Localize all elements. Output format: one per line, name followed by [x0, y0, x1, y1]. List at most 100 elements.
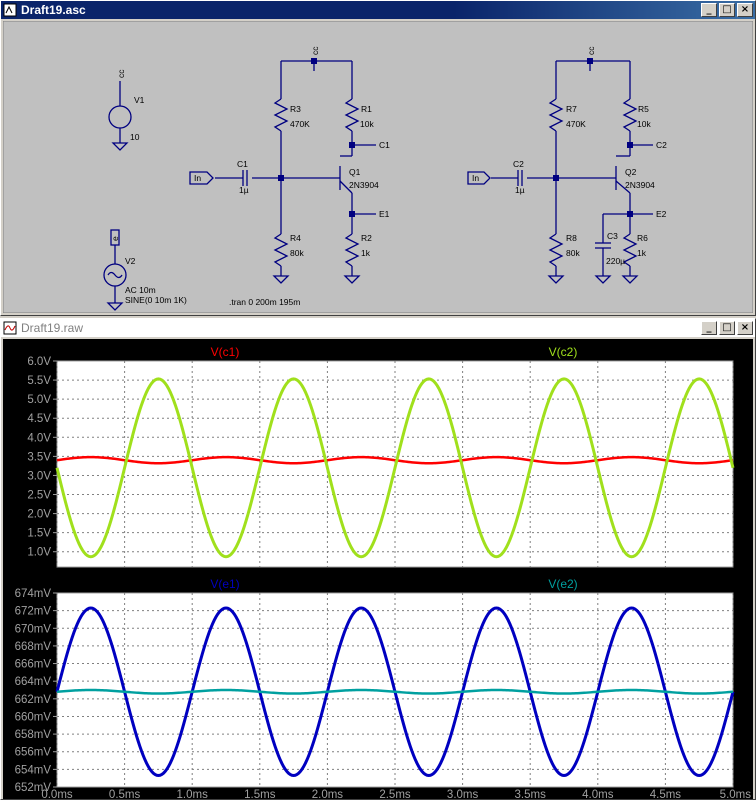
- minimize-button[interactable]: _: [701, 321, 717, 335]
- trace-label-vc1[interactable]: V(c1): [211, 345, 240, 359]
- trace-label-ve2[interactable]: V(e2): [548, 577, 577, 591]
- schematic-window[interactable]: Draft19.asc _ □ ×: [0, 0, 756, 316]
- pane-top[interactable]: 6.0V 5.5V 5.0V 4.5V 4.0V 3.5V 3.0V 2.5V 2.0V 1.5V…: [27, 345, 735, 568]
- r4-name: R4: [290, 233, 301, 243]
- cc1-label: cc: [310, 46, 320, 55]
- y-tick-label: 3.0V: [27, 470, 51, 482]
- x-tick-label: 2.5ms: [379, 789, 411, 799]
- c3-value: 220µ: [606, 256, 625, 266]
- x-tick-label: 0.5ms: [109, 789, 141, 799]
- y-tick-label: 658mV: [15, 729, 52, 741]
- r1-name: R1: [361, 104, 372, 114]
- r2-value: 1k: [361, 248, 371, 258]
- schematic-canvas[interactable]: cc V1 10 e V2 AC 10m SINE(0 10m 1K) cc R…: [3, 21, 753, 313]
- x-tick-label: 5.0ms: [720, 789, 752, 799]
- trace-vc2[interactable]: [55, 377, 735, 559]
- x-tick-label: 0.0ms: [41, 789, 73, 799]
- y-tick-label: 5.5V: [27, 375, 51, 387]
- trace-vc1[interactable]: [56, 455, 734, 465]
- v2-value-sine: SINE(0 10m 1K): [125, 295, 187, 305]
- y-tick-label: 5.0V: [27, 394, 51, 406]
- close-button[interactable]: ×: [737, 3, 753, 17]
- y-tick-label: 2.5V: [27, 490, 51, 502]
- x-tick-label: 4.0ms: [582, 789, 614, 799]
- c1-name: C1: [237, 159, 248, 169]
- r3-value: 470K: [290, 119, 310, 129]
- r5-value: 10k: [637, 119, 651, 129]
- x-axis: 0.0ms 0.5ms 1.0ms 1.5ms 2.0ms 2.5ms 3.0ms 3.5ms…: [41, 789, 751, 799]
- trace-label-vc2[interactable]: V(c2): [549, 345, 578, 359]
- v1-value: 10: [130, 132, 140, 142]
- y-tick-label: 652mV: [15, 782, 52, 794]
- y-tick-label: 668mV: [15, 641, 52, 653]
- r2-name: R2: [361, 233, 372, 243]
- r6-name: R6: [637, 233, 648, 243]
- x-tick-label: 3.5ms: [515, 789, 547, 799]
- minimize-button[interactable]: _: [701, 3, 717, 17]
- v2-node-label: e: [110, 236, 120, 241]
- r1-value: 10k: [360, 119, 374, 129]
- e2-net-label: E2: [656, 209, 667, 219]
- spice-directive[interactable]: .tran 0 200m 195m: [229, 297, 300, 307]
- schematic-titlebar[interactable]: Draft19.asc _ □ ×: [1, 1, 755, 19]
- c2-name: C2: [513, 159, 524, 169]
- r8-value: 80k: [566, 248, 580, 258]
- y-tick-label: 656mV: [15, 747, 52, 759]
- x-tick-label: 2.0ms: [312, 789, 344, 799]
- c2-value: 1µ: [515, 185, 525, 195]
- close-button[interactable]: ×: [737, 321, 753, 335]
- y-tick-label: 670mV: [15, 623, 52, 635]
- r5-name: R5: [638, 104, 649, 114]
- maximize-button[interactable]: □: [719, 321, 735, 335]
- r7-name: R7: [566, 104, 577, 114]
- x-tick-label: 3.0ms: [447, 789, 479, 799]
- waveform-plot-area[interactable]: 6.0V 5.5V 5.0V 4.5V 4.0V 3.5V 3.0V 2.5V 2.0V 1.5V…: [3, 339, 753, 799]
- y-tick-label: 3.5V: [27, 451, 51, 463]
- y-tick-label: 6.0V: [27, 356, 51, 368]
- waveform-titlebar[interactable]: Draft19.raw _ □ ×: [1, 319, 755, 337]
- pane-bottom[interactable]: 674mV672mV670mV668mV666mV664mV662mV660mV…: [15, 577, 735, 794]
- r7-value: 470K: [566, 119, 586, 129]
- in1-label: In: [194, 173, 201, 183]
- y-tick-label: 674mV: [15, 588, 52, 600]
- r4-value: 80k: [290, 248, 304, 258]
- q1-name: Q1: [349, 167, 361, 177]
- maximize-button[interactable]: □: [719, 3, 735, 17]
- y-tick-label: 660mV: [15, 711, 52, 723]
- v1-name: V1: [134, 95, 145, 105]
- y-tick-label: 1.5V: [27, 528, 51, 540]
- c1-value: 1µ: [239, 185, 249, 195]
- r3-name: R3: [290, 104, 301, 114]
- x-tick-label: 1.5ms: [244, 789, 276, 799]
- y-axis-top: 6.0V 5.5V 5.0V 4.5V 4.0V 3.5V 3.0V 2.5V 2.0V 1.5V…: [27, 356, 57, 559]
- x-tick-label: 4.5ms: [650, 789, 682, 799]
- q2-name: Q2: [625, 167, 637, 177]
- y-tick-label: 4.0V: [27, 432, 51, 444]
- r8-name: R8: [566, 233, 577, 243]
- y-tick-label: 2.0V: [27, 509, 51, 521]
- v1-node-label: cc: [116, 69, 126, 78]
- in2-label: In: [472, 173, 479, 183]
- trace-label-ve1[interactable]: V(e1): [210, 577, 239, 591]
- c3-name: C3: [607, 231, 618, 241]
- schematic-title: Draft19.asc: [21, 3, 86, 17]
- waveform-window[interactable]: Draft19.raw _ □ × 6.0V 5.5V 5.0V 4.5V 4.0V 3.…: [0, 318, 756, 800]
- waveform-doc-icon: [3, 321, 17, 335]
- y-tick-label: 672mV: [15, 606, 52, 618]
- y-tick-label: 666mV: [15, 659, 52, 671]
- y-tick-label: 664mV: [15, 676, 52, 688]
- e1-net-label: E1: [379, 209, 390, 219]
- q1-value: 2N3904: [349, 180, 379, 190]
- trace-ve2[interactable]: [56, 688, 734, 695]
- y-tick-label: 654mV: [15, 764, 52, 776]
- y-tick-label: 4.5V: [27, 413, 51, 425]
- c1-net-label: C1: [379, 140, 390, 150]
- y-axis-bottom: 674mV672mV670mV668mV666mV664mV662mV660mV…: [15, 588, 57, 794]
- v2-value-ac: AC 10m: [125, 285, 156, 295]
- schematic-doc-icon: [3, 3, 17, 17]
- q2-value: 2N3904: [625, 180, 655, 190]
- y-tick-label: 1.0V: [27, 547, 51, 559]
- r6-value: 1k: [637, 248, 647, 258]
- c2-net-label: C2: [656, 140, 667, 150]
- x-tick-label: 1.0ms: [177, 789, 209, 799]
